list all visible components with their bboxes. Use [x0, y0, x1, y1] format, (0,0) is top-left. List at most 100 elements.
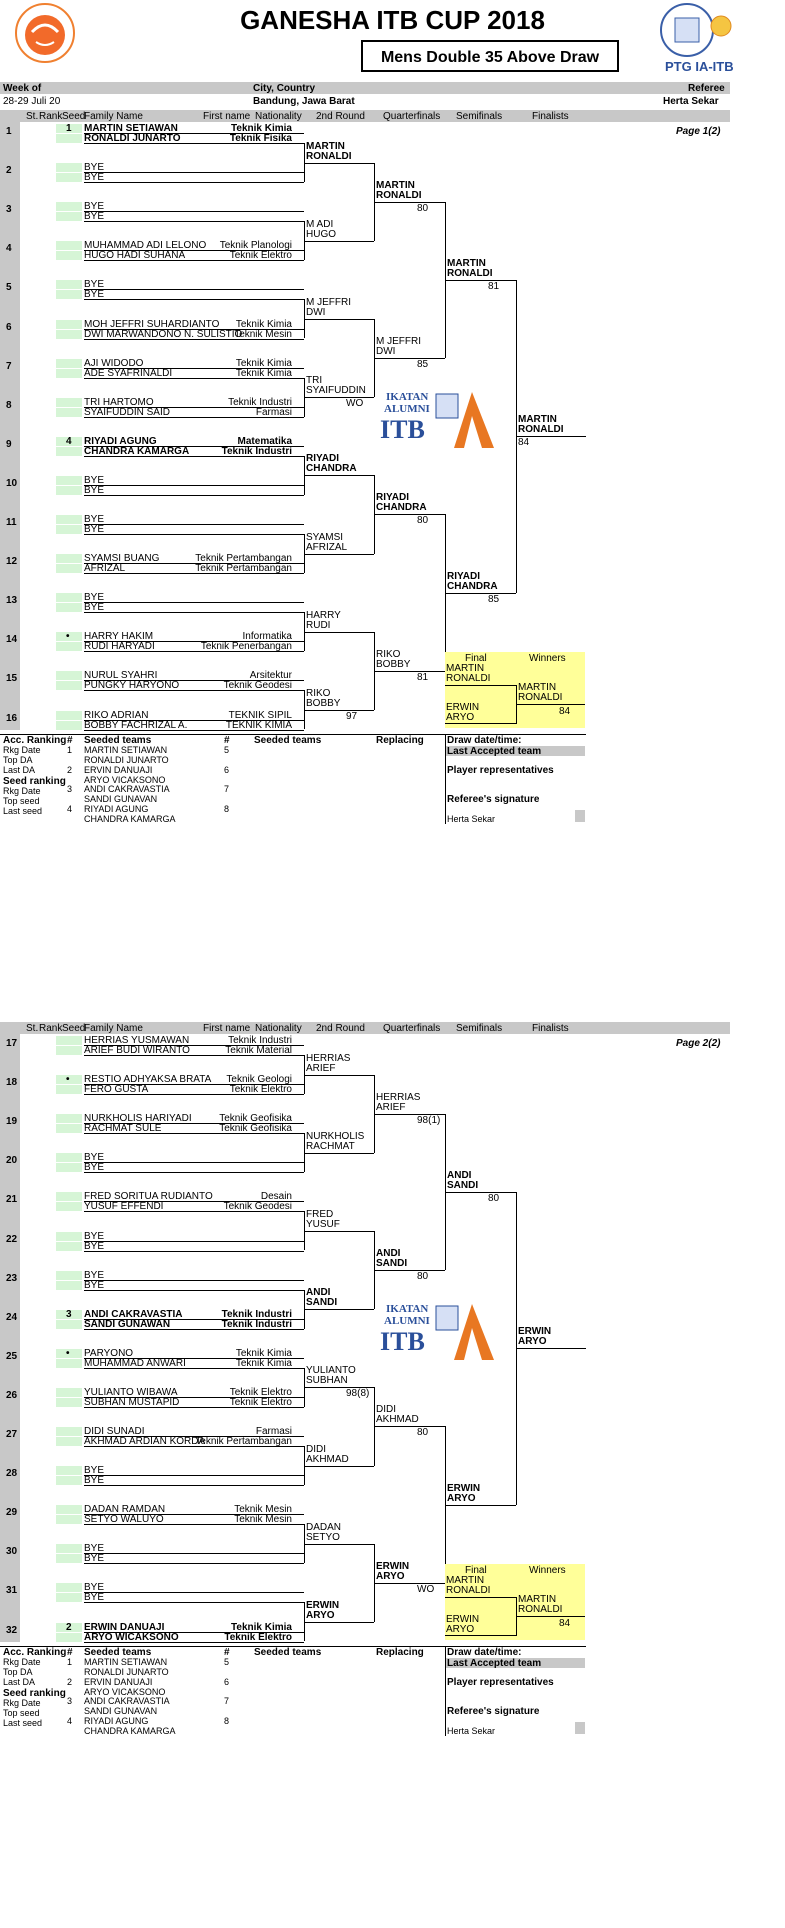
- column-header-st: St.: [26, 111, 39, 122]
- player-nationality: Teknik Elektro: [229, 1386, 292, 1398]
- bracket-line: [374, 514, 445, 516]
- column-header-sf: Semifinals: [456, 111, 503, 122]
- player-name: PUNGKY HARYONO: [84, 680, 180, 692]
- bracket-line: [374, 358, 445, 360]
- final-team: ARYO: [446, 712, 475, 723]
- draw-line: [84, 534, 304, 535]
- entry-number: 7: [6, 360, 12, 372]
- round-score: 80: [417, 202, 429, 214]
- seed-cell: [56, 1231, 82, 1241]
- round-team: MARTIN: [447, 257, 486, 269]
- player-reps-label: Player representatives: [447, 765, 554, 776]
- round-team: HARRY: [306, 609, 341, 621]
- player-nationality: Teknik Mesin: [234, 1504, 292, 1516]
- bracket-line: [445, 1504, 516, 1506]
- round-score: 85: [417, 359, 429, 371]
- seed-cell: [56, 1046, 82, 1055]
- draw-line: [84, 250, 304, 252]
- round-team: DIDI: [306, 1443, 326, 1455]
- player-name: SYAIFUDDIN SAID: [84, 406, 170, 418]
- rkg-date-label: Rkg Date: [3, 745, 41, 755]
- round-team: MARTIN: [306, 140, 345, 152]
- column-header-nat: Nationality: [255, 1023, 302, 1034]
- round-score: 80: [417, 1427, 429, 1439]
- column-header-rank: Rank: [39, 1023, 63, 1034]
- seed-list-number: 8: [224, 803, 230, 814]
- winner-team: RONALDI: [518, 1604, 563, 1615]
- seed-list-number: 4: [67, 803, 73, 814]
- draw-line: [84, 1201, 304, 1203]
- draw-date-label: Draw date/time:: [447, 1647, 522, 1658]
- seed-cell: [56, 720, 82, 730]
- draw-line: [84, 1446, 304, 1447]
- player-name: RACHMAT SULE: [84, 1123, 162, 1135]
- entry-number: 2: [6, 165, 12, 177]
- round-team: BOBBY: [376, 658, 411, 670]
- seed-list-number: 3: [67, 784, 73, 794]
- player-reps-label: Player representatives: [447, 1677, 554, 1688]
- rkg-date-label: Rkg Date: [3, 786, 41, 796]
- seed-cell: [56, 1348, 82, 1358]
- player-nationality: Teknik Fisika: [229, 133, 292, 144]
- round-team: M JEFFRI: [306, 296, 351, 308]
- entry-number: 26: [6, 1389, 18, 1401]
- player-name: BYE: [84, 1475, 105, 1487]
- seed-list-number: 7: [224, 784, 230, 794]
- seed-cell: [56, 1583, 82, 1593]
- city-label: City, Country: [253, 83, 316, 94]
- player-name: BYE: [84, 514, 105, 525]
- entry-number: 16: [6, 712, 18, 724]
- seeded-teams-label: Seeded teams: [84, 1647, 152, 1658]
- seed-cell: [56, 329, 82, 339]
- seed-cell: [56, 1192, 82, 1202]
- draw-line: [84, 416, 304, 418]
- draw-line: [84, 573, 304, 575]
- entry-number: 32: [6, 1624, 18, 1636]
- player-name: BYE: [84, 201, 105, 213]
- seed-cell: [56, 1309, 82, 1319]
- winners-label: Winners: [529, 653, 566, 664]
- replacing-label: Replacing: [376, 1647, 424, 1658]
- player-name: MUHAMMAD ADI LELONO: [84, 240, 207, 252]
- winners-label: Winners: [529, 1565, 566, 1576]
- acc-ranking-label: Acc. Ranking: [3, 1647, 67, 1658]
- round-team: NURKHOLIS: [306, 1130, 365, 1142]
- draw-line: [84, 484, 304, 486]
- player-name: AJI WIDODO: [84, 357, 144, 369]
- last-accepted-label: Last Accepted team: [447, 1658, 542, 1669]
- seed-cell: [56, 642, 82, 652]
- draw-line: [84, 1094, 304, 1096]
- player-name: BYE: [84, 1162, 105, 1174]
- entry-number: 28: [6, 1468, 18, 1480]
- seed-cell: [56, 1114, 82, 1124]
- page-title: GANESHA ITB CUP 2018: [240, 5, 545, 35]
- seed-cell: [56, 124, 82, 133]
- draw-subtitle: Mens Double 35 Above Draw: [361, 40, 619, 72]
- player-nationality: Teknik Pertambangan: [195, 553, 292, 565]
- entry-number: 12: [6, 556, 18, 568]
- bracket-line: [304, 1465, 374, 1467]
- player-name: DWI MARWANDONO N. SULISTIO: [84, 328, 243, 340]
- round-team: ERWIN: [376, 1560, 410, 1572]
- seed-cell: [56, 397, 82, 407]
- draw-line: [84, 680, 304, 682]
- info-bar: [0, 82, 730, 94]
- player-name: RIKO ADRIAN: [84, 709, 149, 721]
- entry-number: 15: [6, 673, 18, 685]
- draw-line: [84, 641, 304, 643]
- round-team: AKHMAD: [376, 1414, 419, 1426]
- draw-line: [84, 690, 304, 692]
- seed-cell: [56, 319, 82, 329]
- round-score: 80: [417, 515, 429, 527]
- player-name: BYE: [84, 1553, 105, 1565]
- round-team: RONALDI: [376, 189, 422, 201]
- column-header-sf: Semifinals: [456, 1023, 503, 1034]
- round-team: RIKO: [306, 687, 331, 699]
- draw-line: [84, 651, 304, 653]
- player-nationality: Teknik Geodesi: [223, 1201, 292, 1213]
- bracket-line: [304, 1074, 374, 1076]
